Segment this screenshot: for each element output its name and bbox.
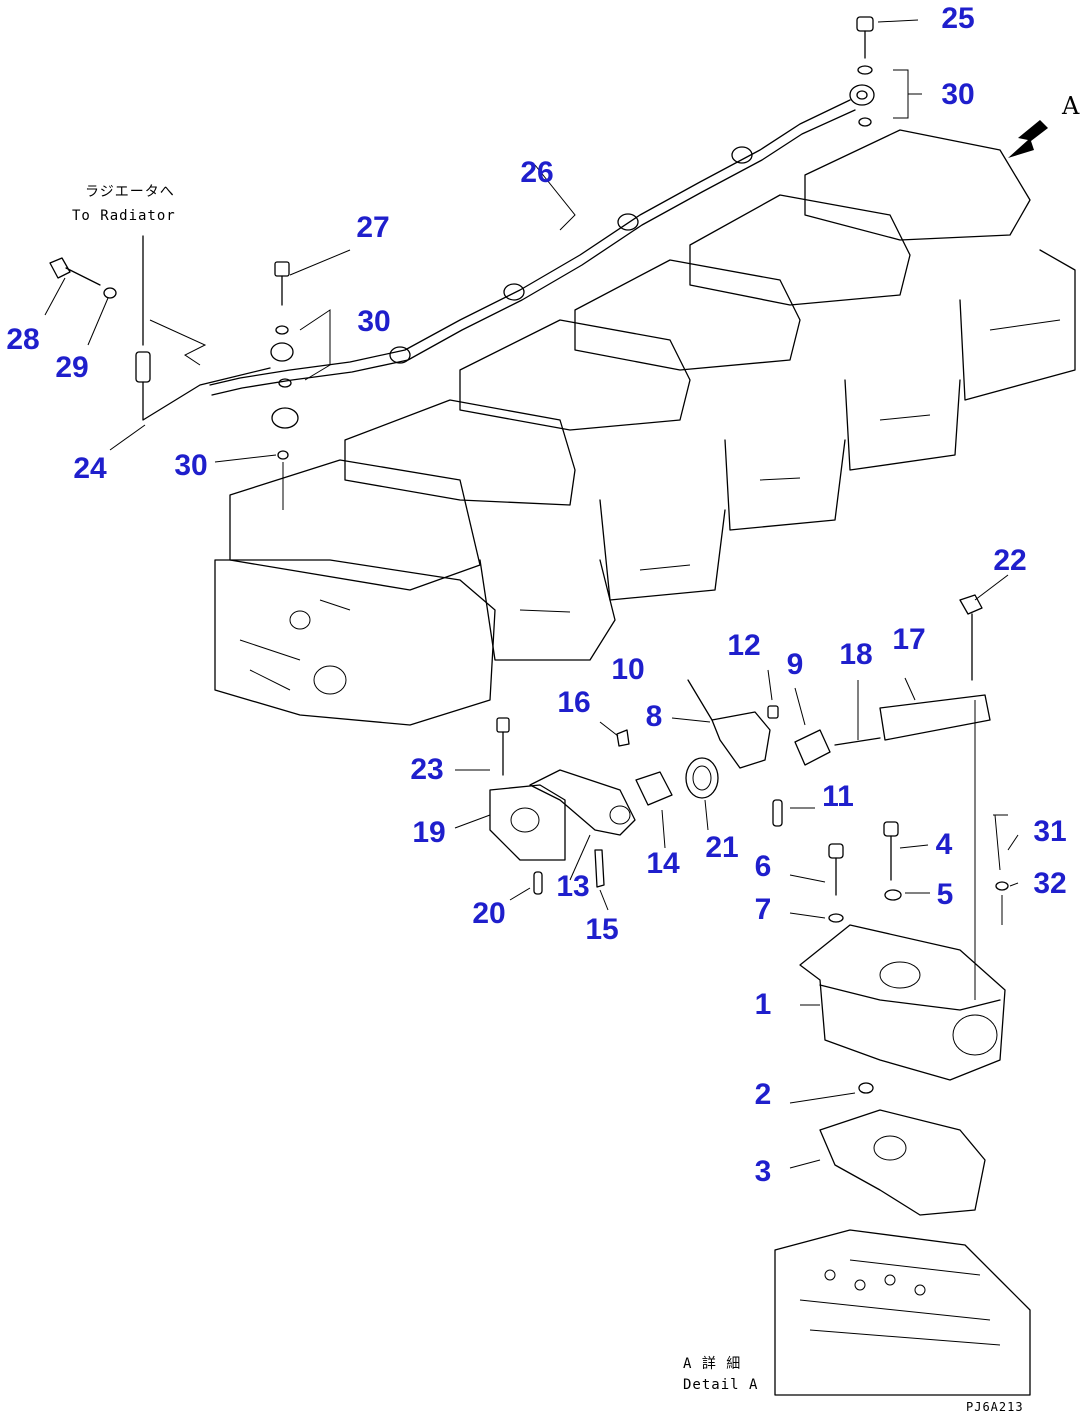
callout-14: 14 [646, 847, 680, 880]
housing-assembly [799, 700, 1009, 1216]
callout-17: 17 [892, 623, 926, 656]
callout-19: 19 [412, 816, 446, 849]
callout-11: 11 [822, 780, 854, 813]
callout-12: 12 [727, 629, 761, 662]
callout-15: 15 [585, 913, 619, 946]
callout-25: 25 [941, 2, 975, 35]
callout-31: 31 [1033, 815, 1067, 848]
rocker-arm-parts [489, 594, 991, 895]
callout-2: 2 [754, 1078, 772, 1111]
callout-1: 1 [754, 988, 772, 1021]
bolt-25-group [849, 16, 922, 127]
callout-30-mid: 30 [357, 305, 391, 338]
callout-22: 22 [993, 544, 1027, 577]
callout-7: 7 [754, 893, 772, 926]
callout-13: 13 [556, 870, 590, 903]
callout-30-top: 30 [941, 78, 975, 111]
callout-18: 18 [839, 638, 873, 671]
drawing-code: PJ6A213 [966, 1400, 1024, 1414]
detail-a-block [774, 1229, 1031, 1396]
cylinder-head-assembly [214, 129, 1076, 726]
callout-20: 20 [472, 897, 506, 930]
callout-28: 28 [6, 323, 40, 356]
callout-9: 9 [786, 648, 804, 681]
view-arrow-icon [1008, 120, 1048, 158]
radiator-note-jp: ラジエータへ [85, 184, 175, 200]
callout-16: 16 [557, 686, 591, 719]
callout-29: 29 [55, 351, 89, 384]
callout-30-low: 30 [174, 449, 208, 482]
left-fittings [49, 235, 331, 510]
callout-26: 26 [520, 156, 554, 189]
detail-note-en: Detail A [683, 1377, 759, 1393]
pipe-26 [209, 99, 856, 396]
callout-10: 10 [611, 653, 645, 686]
callout-32: 32 [1033, 867, 1067, 900]
view-marker-a: A [1062, 92, 1081, 120]
callout-3: 3 [754, 1155, 772, 1188]
callout-23: 23 [410, 753, 444, 786]
callout-8: 8 [645, 700, 663, 733]
callout-6: 6 [754, 850, 772, 883]
leader-lines [44, 19, 1019, 1169]
callout-5: 5 [936, 878, 954, 911]
callout-21: 21 [705, 831, 739, 864]
callout-27: 27 [356, 211, 390, 244]
radiator-note-en: To Radiator [72, 208, 176, 224]
callout-24: 24 [73, 452, 107, 485]
detail-note-jp: A 詳 細 [683, 1356, 742, 1372]
callout-4: 4 [935, 828, 953, 861]
